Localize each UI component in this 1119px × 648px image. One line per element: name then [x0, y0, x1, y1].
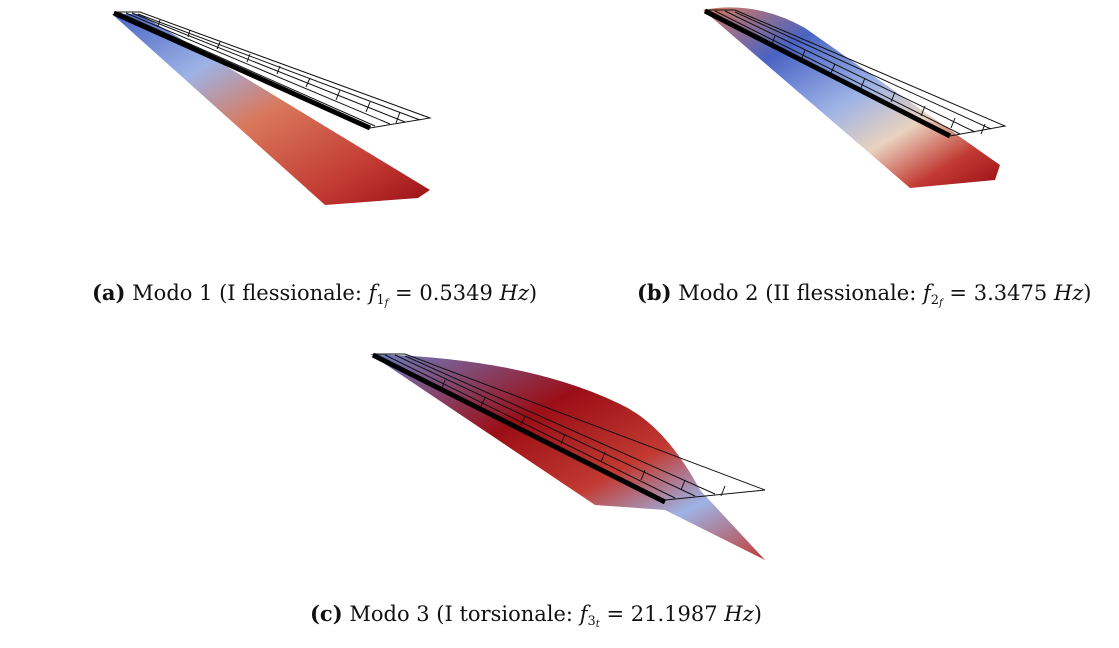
wing-spar: [112, 10, 372, 131]
wing-mode-1-plot: [112, 10, 432, 205]
caption-a-equals: =: [395, 281, 413, 305]
caption-a-value: 0.5349: [419, 281, 493, 305]
caption-c-text: Modo 3 (I torsionale:: [349, 602, 573, 626]
wing-surface: [112, 14, 430, 205]
caption-b-tag: (b): [637, 280, 672, 305]
caption-c-unit: Hz: [724, 602, 754, 626]
figure-b-wing-mode-2: [695, 0, 1035, 215]
caption-c-close: ): [753, 602, 762, 626]
caption-a-close: ): [528, 281, 538, 305]
caption-a-text: Modo 1 (I flessionale:: [132, 281, 362, 305]
caption-b-value: 3.3475: [973, 281, 1048, 305]
caption-b: (b) Modo 2 (II flessionale: f2f = 3.3475…: [637, 282, 1091, 309]
caption-a-sub: 1: [376, 293, 385, 308]
wing-spar: [703, 8, 952, 139]
figure-c-wing-mode-3: [365, 340, 785, 570]
figure-a-wing-mode-1: [100, 0, 440, 215]
caption-a-subsub: f: [384, 298, 389, 309]
caption-b-text: Modo 2 (II flessionale:: [678, 281, 917, 305]
wing-mode-3-plot: [370, 352, 766, 560]
caption-c-equals: =: [606, 602, 625, 626]
caption-b-close: ): [1083, 281, 1092, 305]
caption-a-tag: (a): [92, 280, 126, 305]
wing-spar: [371, 352, 667, 505]
caption-b-unit: Hz: [1053, 281, 1084, 305]
caption-b-symbol: f: [922, 281, 931, 305]
caption-c-tag: (c): [310, 601, 343, 626]
caption-a: (a) Modo 1 (I flessionale: f1f = 0.5349 …: [92, 282, 537, 309]
caption-b-equals: =: [949, 281, 968, 305]
caption-c-symbol: f: [579, 602, 588, 626]
caption-b-sub: 2: [930, 293, 940, 308]
caption-a-unit: Hz: [499, 281, 529, 305]
wireframe-mesh: [113, 11, 432, 129]
caption-a-symbol: f: [368, 281, 377, 305]
caption-c-subsub: t: [595, 619, 600, 630]
wing-surface: [703, 7, 1000, 188]
wing-mode-2-plot: [703, 7, 1007, 188]
caption-c-sub: 3: [587, 614, 596, 629]
caption-c: (c) Modo 3 (I torsionale: f3t = 21.1987 …: [310, 603, 762, 630]
caption-b-subsub: f: [939, 298, 943, 309]
caption-c-value: 21.1987: [630, 602, 718, 626]
